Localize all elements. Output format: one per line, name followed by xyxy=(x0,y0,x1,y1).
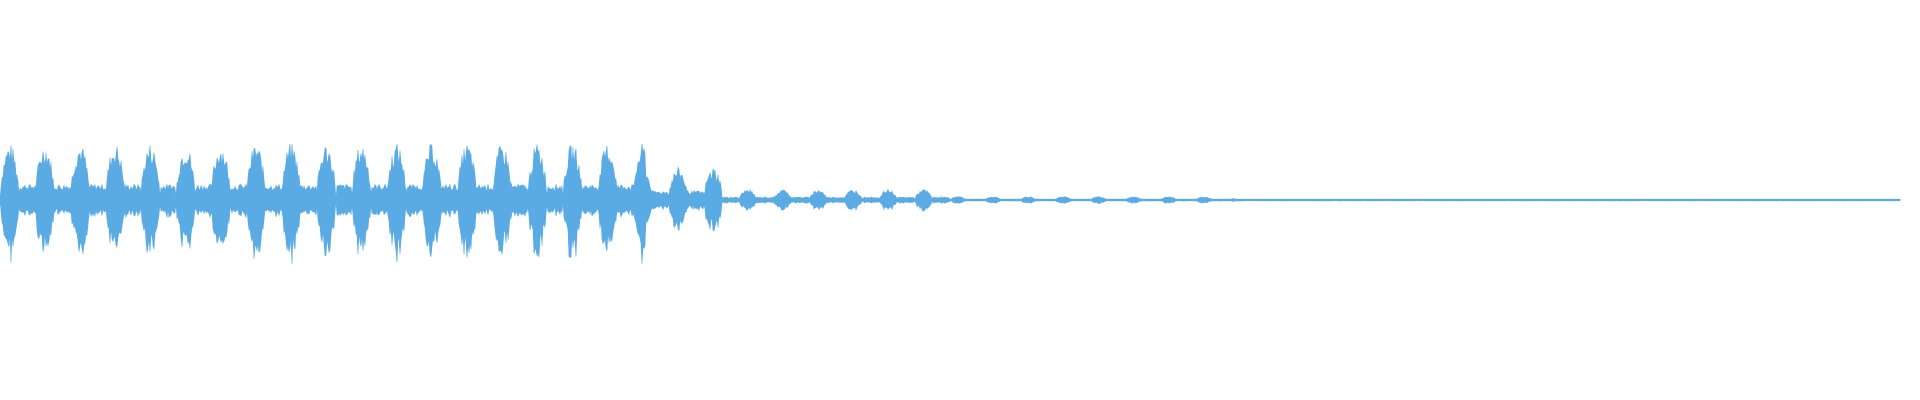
waveform-shape xyxy=(0,143,1901,265)
